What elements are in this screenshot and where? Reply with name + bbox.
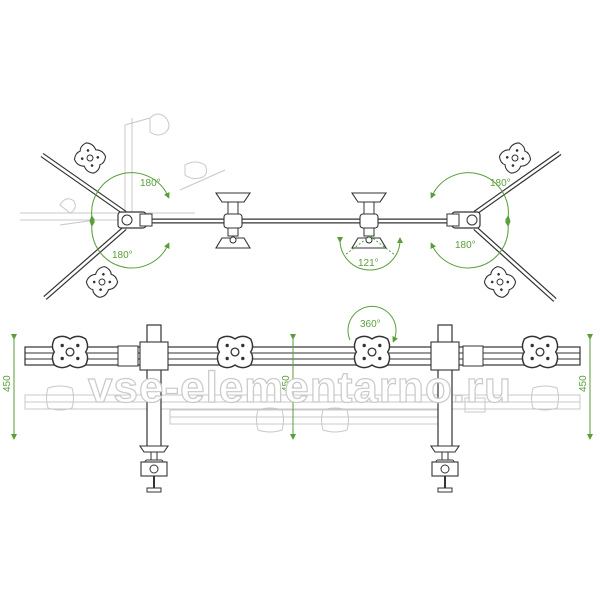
left-upper-arm	[40, 139, 127, 216]
height-label-right: 450	[578, 375, 589, 392]
ghost-lower-bar	[24, 385, 581, 433]
height-label-middle: 450	[281, 375, 292, 392]
top-view: 180° 180° 121° 180° 180°	[20, 113, 562, 302]
right-upper-arm	[473, 139, 562, 216]
angle-label-left-lower: 180°	[112, 250, 133, 261]
height-dimensions	[11, 334, 593, 440]
rotation-indicator	[347, 305, 398, 343]
height-label-left: 450	[2, 375, 13, 392]
left-joint	[117, 211, 153, 229]
center-mount-left	[214, 192, 252, 249]
right-lower-arm	[473, 226, 557, 302]
rotation-label: 360°	[360, 319, 381, 330]
front-view: 360° 450 450 450	[2, 305, 593, 493]
left-lower-arm	[43, 226, 127, 301]
vesa-plate-1	[51, 335, 89, 369]
angle-indicators	[89, 172, 511, 271]
right-pole	[430, 324, 460, 493]
angle-label-left-upper: 180°	[140, 178, 161, 189]
angle-label-center: 121°	[358, 258, 379, 269]
watermark-text: vse-elementarno.ru	[88, 363, 512, 412]
right-joint	[446, 211, 481, 229]
angle-label-right-lower: 180°	[455, 240, 476, 251]
vesa-plate-4	[521, 335, 559, 369]
angle-label-right-upper: 180°	[490, 178, 511, 189]
left-pole	[139, 324, 169, 493]
